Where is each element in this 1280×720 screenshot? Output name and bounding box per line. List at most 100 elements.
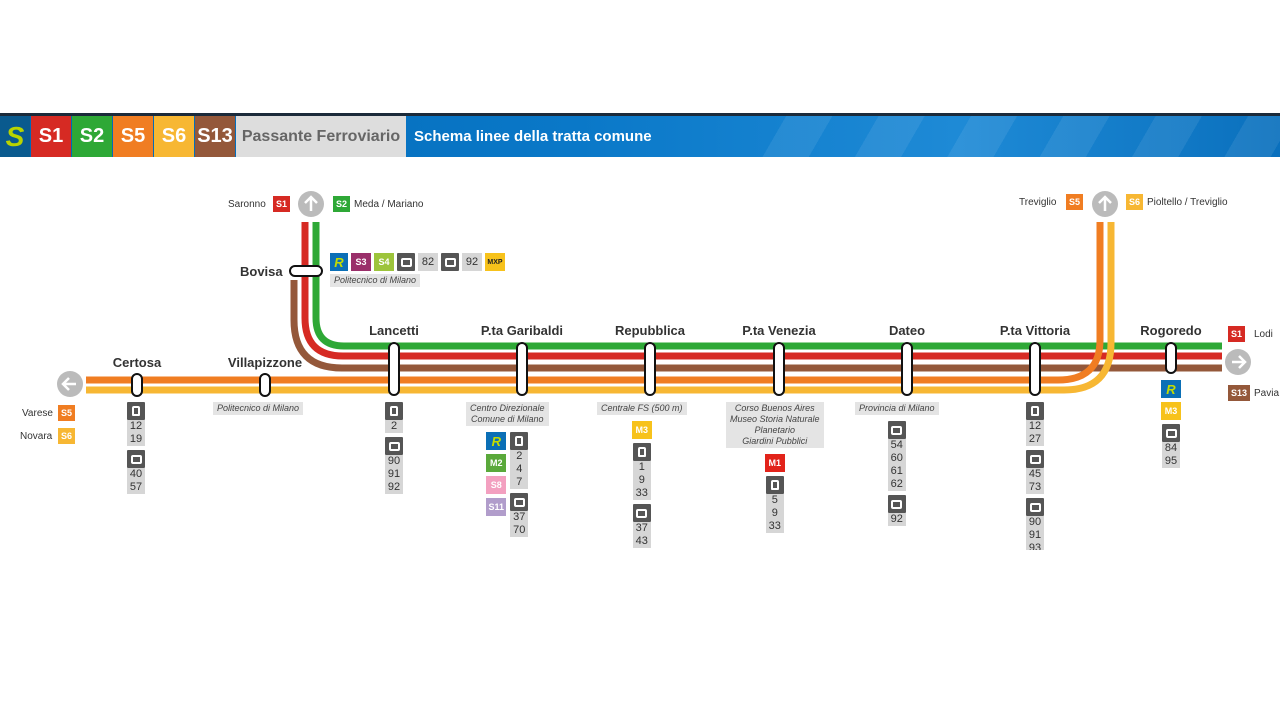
interchange-vittoria: 12 27 45 73 90 91 93	[1026, 402, 1044, 550]
terminus-novara-line[interactable]: S6	[58, 428, 76, 444]
line-s5-path	[86, 222, 1104, 384]
line-s13-path	[290, 280, 1222, 372]
header-network-name: Passante Ferroviario	[236, 116, 406, 157]
station-name-lancetti: Lancetti	[369, 323, 419, 338]
terminus-pavia-line[interactable]: S13	[1228, 385, 1251, 401]
rogoredo-metro-m3[interactable]: M3	[1161, 402, 1181, 420]
bus-icon	[887, 495, 906, 513]
villapizzone-desc: Politecnico di Milano	[213, 402, 304, 415]
garibaldi-tram-7: 7	[510, 476, 529, 489]
interchange-rogoredo: R M3 84 95	[1161, 380, 1181, 468]
station-name-repubblica: Repubblica	[615, 323, 686, 338]
certosa-bus-40: 40	[127, 468, 145, 481]
bovisa-line-s3[interactable]: S3	[351, 253, 371, 271]
venezia-tram-9: 9	[765, 507, 784, 520]
tram-icon	[765, 476, 784, 494]
bus-icon	[510, 493, 529, 511]
terminus-meda-line[interactable]: S2	[333, 196, 351, 212]
station-marker-certosa	[131, 373, 143, 397]
certosa-tram-19: 19	[127, 433, 145, 446]
terminus-lodi-line[interactable]: S1	[1228, 326, 1246, 342]
garibaldi-tram-4: 4	[510, 463, 529, 476]
repubblica-tram-1: 1	[632, 461, 651, 474]
terminus-pioltello-line[interactable]: S6	[1126, 194, 1144, 210]
east-direction-arrow-icon	[1225, 349, 1251, 375]
repubblica-bus-43: 43	[632, 535, 651, 548]
interchange-certosa: 12 19 40 57	[127, 402, 145, 494]
terminus-varese-line[interactable]: S5	[58, 405, 76, 421]
bus-icon	[887, 421, 906, 439]
station-marker-rogoredo	[1165, 342, 1177, 374]
vittoria-tram-27: 27	[1026, 433, 1044, 446]
header-line-s1[interactable]: S1	[31, 116, 71, 157]
repubblica-tram-33: 33	[632, 487, 651, 500]
interchange-garibaldi: Centro Direzionale Comune di Milano R M2…	[466, 402, 549, 537]
dateo-bus-61: 61	[887, 465, 906, 478]
vittoria-bus-45: 45	[1026, 468, 1044, 481]
interchange-dateo: Provincia di Milano 54 60 61 62 92	[855, 402, 939, 526]
terminus-treviglio-line[interactable]: S5	[1066, 194, 1084, 210]
header-line-s6[interactable]: S6	[154, 116, 194, 157]
header-line-s13[interactable]: S13	[195, 116, 235, 157]
bus-icon	[1026, 498, 1044, 516]
certosa-tram-12: 12	[127, 420, 145, 433]
garibaldi-line-s8[interactable]: S8	[486, 476, 507, 494]
passante-logo: S	[0, 116, 30, 157]
regional-rail-icon: R	[330, 253, 348, 271]
garibaldi-bus-70: 70	[510, 524, 529, 537]
line-s1-path	[301, 222, 1222, 360]
bus-icon	[385, 437, 403, 455]
station-name-garibaldi: P.ta Garibaldi	[481, 323, 563, 338]
garibaldi-bus-37: 37	[510, 511, 529, 524]
dateo-desc: Provincia di Milano	[855, 402, 939, 415]
terminus-pioltello: Pioltello / Treviglio	[1147, 197, 1228, 208]
bovisa-desc: Politecnico di Milano	[330, 274, 421, 287]
tram-icon	[127, 402, 145, 420]
garibaldi-tram-2: 2	[510, 450, 529, 463]
regional-rail-icon: R	[1161, 380, 1181, 398]
north-direction-arrow-icon	[298, 191, 324, 217]
repubblica-tram-9: 9	[632, 474, 651, 487]
garibaldi-metro-m2[interactable]: M2	[486, 454, 507, 472]
terminus-treviglio: Treviglio	[1019, 197, 1057, 208]
tram-icon	[510, 432, 529, 450]
bus-icon	[441, 253, 459, 271]
dateo-bus-62: 62	[887, 478, 906, 491]
page-title: Schema linee della tratta comune	[414, 128, 652, 145]
interchange-venezia: Corso Buenos Aires Museo Storia Naturale…	[726, 402, 824, 533]
venezia-metro-m1[interactable]: M1	[764, 454, 785, 472]
terminus-novara: Novara	[20, 431, 53, 442]
bus-icon	[1162, 424, 1180, 442]
station-marker-dateo	[901, 342, 913, 396]
bovisa-bus-82: 82	[418, 253, 438, 271]
interchange-lancetti: 2 90 91 92	[385, 402, 403, 494]
bus-icon	[632, 504, 651, 522]
lancetti-bus-91: 91	[385, 468, 403, 481]
station-name-venezia: P.ta Venezia	[742, 323, 816, 338]
header-line-s5[interactable]: S5	[113, 116, 153, 157]
terminus-pavia: Pavia	[1254, 388, 1280, 399]
garibaldi-line-s11[interactable]: S11	[486, 498, 507, 516]
header-line-s2[interactable]: S2	[72, 116, 112, 157]
lancetti-tram-2: 2	[385, 420, 403, 433]
terminus-lodi: Lodi	[1254, 329, 1273, 340]
terminus-varese: Varese	[22, 408, 53, 419]
station-name-vittoria: P.ta Vittoria	[1000, 323, 1071, 338]
interchange-villapizzone: Politecnico di Milano	[213, 402, 304, 421]
station-name-villapizzone: Villapizzone	[228, 355, 302, 370]
repubblica-desc: Centrale FS (500 m)	[597, 402, 687, 415]
airport-mxp-icon: MXP	[485, 253, 505, 271]
vittoria-bus-90: 90	[1026, 516, 1044, 529]
terminus-saronno: Saronno	[228, 199, 266, 210]
bovisa-line-s4[interactable]: S4	[374, 253, 394, 271]
venezia-desc: Corso Buenos Aires Museo Storia Naturale…	[726, 402, 824, 448]
route-map: Bovisa Certosa Villapizzone Lancetti P.t…	[57, 191, 1251, 397]
dateo-bus-54: 54	[887, 439, 906, 452]
line-s6-path	[86, 222, 1115, 394]
vittoria-bus-91: 91	[1026, 529, 1044, 542]
terminus-saronno-line[interactable]: S1	[273, 196, 291, 212]
vittoria-tram-12: 12	[1026, 420, 1044, 433]
station-marker-vittoria	[1029, 342, 1041, 396]
lancetti-bus-92: 92	[385, 481, 403, 494]
repubblica-metro-m3[interactable]: M3	[631, 421, 652, 439]
